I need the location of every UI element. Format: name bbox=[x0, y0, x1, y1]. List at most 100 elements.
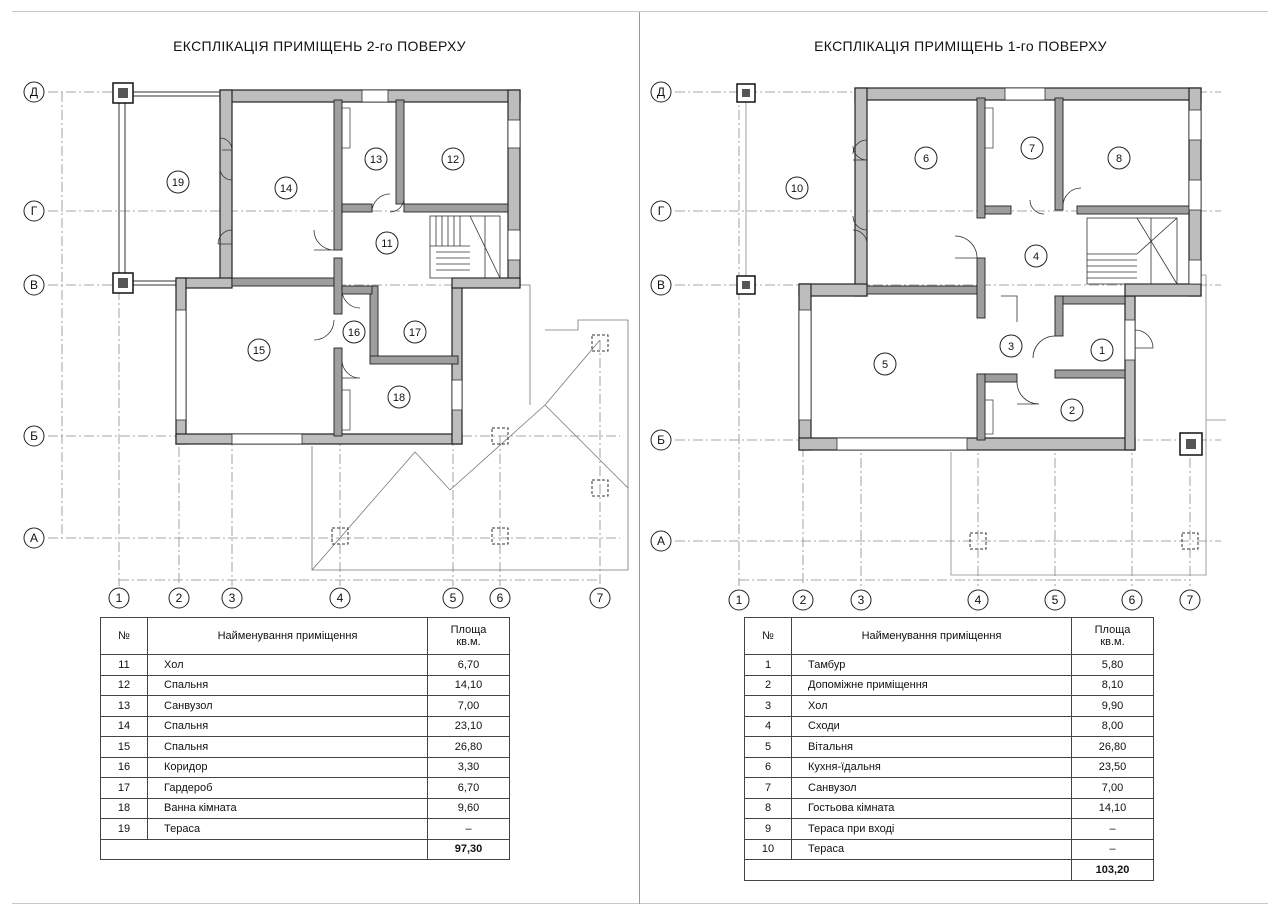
room-marker-19 bbox=[166, 170, 190, 194]
header-num: № bbox=[100, 617, 148, 655]
axis-label-v: В bbox=[30, 278, 38, 292]
roof-column bbox=[591, 479, 609, 497]
room-label-11: 11 bbox=[381, 238, 392, 250]
room-marker-11 bbox=[375, 231, 399, 255]
room-label-16: 16 bbox=[348, 327, 360, 339]
room-marker-13 bbox=[364, 147, 388, 171]
doors bbox=[852, 139, 1154, 405]
axis-label-5: 5 bbox=[450, 591, 457, 605]
axis-bubble-1 bbox=[108, 587, 130, 609]
axis-label-a: А bbox=[657, 534, 665, 548]
roof-outline bbox=[311, 284, 629, 571]
room-label-19: 19 bbox=[172, 177, 184, 189]
room-label-2: 2 bbox=[1069, 405, 1075, 417]
axis-label-d: Д bbox=[30, 85, 38, 99]
terrace-outline bbox=[745, 92, 1226, 576]
second-floor-total: 97,30 bbox=[427, 838, 510, 860]
second-floor-sheet: ЕКСПЛІКАЦІЯ ПРИМІЩЕНЬ 2-го ПОВЕРХУ bbox=[0, 0, 639, 914]
second-floor-plan: Д Г В Б А 1 2 3 4 5 6 7 bbox=[23, 81, 629, 609]
room-marker-15 bbox=[247, 338, 271, 362]
axis-label-4: 4 bbox=[337, 591, 344, 605]
room-label-13: 13 bbox=[370, 154, 382, 166]
axis-label-1: 1 bbox=[116, 591, 123, 605]
axis-label-5: 5 bbox=[1052, 593, 1059, 607]
room-label-17: 17 bbox=[409, 327, 421, 339]
axis-label-2: 2 bbox=[800, 593, 807, 607]
first-floor-title: ЕКСПЛІКАЦІЯ ПРИМІЩЕНЬ 1-го ПОВЕРХУ bbox=[814, 38, 1107, 54]
axis-label-1: 1 bbox=[736, 593, 743, 607]
sheet-divider bbox=[639, 12, 640, 904]
axis-bubble-1 bbox=[728, 589, 750, 611]
room-label-7: 7 bbox=[1029, 143, 1035, 155]
room-label-3: 3 bbox=[1008, 341, 1014, 353]
roof-column bbox=[491, 527, 509, 545]
axis-label-g: Г bbox=[658, 204, 665, 218]
axis-bubble-5 bbox=[442, 587, 464, 609]
axis-label-a: А bbox=[30, 531, 38, 545]
axis-label-6: 6 bbox=[497, 591, 504, 605]
first-floor-plan: Д Г В Б А 1 2 3 4 5 6 7 bbox=[650, 81, 1226, 611]
sheet-frame-top bbox=[12, 11, 1268, 12]
axis-bubble-7 bbox=[589, 587, 611, 609]
room-marker-4 bbox=[1024, 244, 1048, 268]
room-label-15: 15 bbox=[253, 345, 265, 357]
table-total-row: 97,30 bbox=[100, 838, 510, 860]
roof-column bbox=[331, 527, 349, 545]
axis-bubble-2 bbox=[792, 589, 814, 611]
axis-label-3: 3 bbox=[858, 593, 865, 607]
room-marker-3 bbox=[999, 334, 1023, 358]
room-marker-16 bbox=[342, 320, 366, 344]
room-marker-14 bbox=[274, 176, 298, 200]
bathroom-fixtures bbox=[984, 107, 994, 435]
room-label-12: 12 bbox=[447, 154, 459, 166]
axis-bubble-6 bbox=[489, 587, 511, 609]
table-total-row: 103,20 bbox=[744, 859, 1154, 881]
axis-bubble-g bbox=[23, 200, 45, 222]
axis-label-g: Г bbox=[31, 204, 38, 218]
second-floor-title: ЕКСПЛІКАЦІЯ ПРИМІЩЕНЬ 2-го ПОВЕРХУ bbox=[173, 38, 466, 54]
axis-label-d: Д bbox=[657, 85, 665, 99]
axis-bubble-b bbox=[650, 429, 672, 451]
room-marker-17 bbox=[403, 320, 427, 344]
room-label-18: 18 bbox=[393, 392, 405, 404]
room-marker-12 bbox=[441, 147, 465, 171]
roof-column bbox=[969, 532, 987, 550]
axis-bubble-3 bbox=[221, 587, 243, 609]
room-label-4: 4 bbox=[1033, 251, 1039, 263]
stairs bbox=[429, 215, 501, 279]
room-marker-6 bbox=[914, 146, 938, 170]
windows bbox=[175, 89, 521, 445]
room-label-5: 5 bbox=[882, 359, 888, 371]
axis-bubble-g bbox=[650, 200, 672, 222]
roof-column bbox=[491, 427, 509, 445]
room-label-6: 6 bbox=[923, 153, 929, 165]
header-name: Найменування приміщення bbox=[147, 617, 428, 655]
axis-bubble-3 bbox=[850, 589, 872, 611]
room-marker-18 bbox=[387, 385, 411, 409]
axis-bubble-d bbox=[650, 81, 672, 103]
room-label-1: 1 bbox=[1099, 345, 1105, 357]
room-marker-1 bbox=[1090, 338, 1114, 362]
axis-bubble-a bbox=[23, 527, 45, 549]
axis-bubble-6 bbox=[1121, 589, 1143, 611]
axis-label-7: 7 bbox=[1187, 593, 1194, 607]
sheet-frame-bottom bbox=[12, 903, 1268, 904]
bathroom-fixtures bbox=[341, 107, 351, 431]
